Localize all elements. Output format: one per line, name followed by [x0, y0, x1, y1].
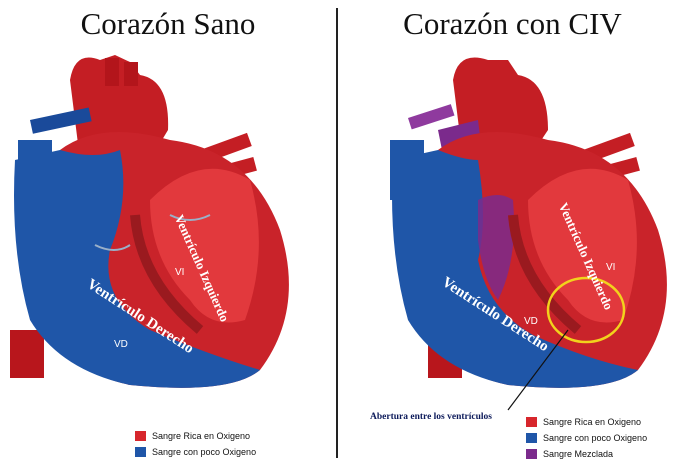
superior-vena-cava	[18, 140, 52, 200]
vi-label: VI	[175, 267, 184, 278]
legend-item: Sangre Rica en Oxigeno	[135, 428, 256, 444]
pulmonary-branch	[408, 104, 455, 129]
aorta-branch	[124, 62, 138, 86]
legend-label: Sangre con poco Oxigeno	[543, 433, 647, 443]
mixed-blood-swatch	[526, 449, 537, 459]
legend-item: Sangre Rica en Oxigeno	[526, 414, 647, 430]
legend-item: Sangre con poco Oxigeno	[135, 444, 256, 460]
aorta-branch	[105, 58, 119, 86]
oxygen-rich-swatch	[135, 431, 146, 441]
vsd-heart-illustration: Ventrículo Izquierdo Ventrículo Derecho …	[338, 0, 687, 466]
healthy-heart-illustration: Ventrículo Izquierdo Ventrículo Derecho …	[0, 0, 336, 466]
inferior-vena-cava	[10, 330, 44, 378]
legend-label: Sangre Rica en Oxigeno	[543, 417, 641, 427]
oxygen-rich-swatch	[526, 417, 537, 427]
legend-label: Sangre con poco Oxigeno	[152, 447, 256, 457]
legend-label: Sangre Mezclada	[543, 449, 613, 459]
vd-label: VD	[524, 316, 538, 327]
healthy-heart-panel: Corazón Sano Ventrículo Izquierdo Ventrí…	[0, 0, 336, 466]
legend-item: Sangre Mezclada	[526, 446, 647, 462]
healthy-legend: Sangre Rica en Oxigeno Sangre con poco O…	[135, 428, 256, 460]
superior-vena-cava	[390, 140, 424, 200]
vsd-heart-panel: Corazón con CIV Ventrículo Izquierdo Ven…	[338, 0, 687, 466]
oxygen-poor-swatch	[135, 447, 146, 457]
oxygen-poor-swatch	[526, 433, 537, 443]
legend-label: Sangre Rica en Oxigeno	[152, 431, 250, 441]
defect-callout-label: Abertura entre los ventrículos	[370, 412, 492, 422]
vsd-legend: Sangre Rica en Oxigeno Sangre con poco O…	[526, 414, 647, 462]
vi-label: VI	[606, 262, 615, 273]
legend-item: Sangre con poco Oxigeno	[526, 430, 647, 446]
vd-label: VD	[114, 339, 128, 350]
